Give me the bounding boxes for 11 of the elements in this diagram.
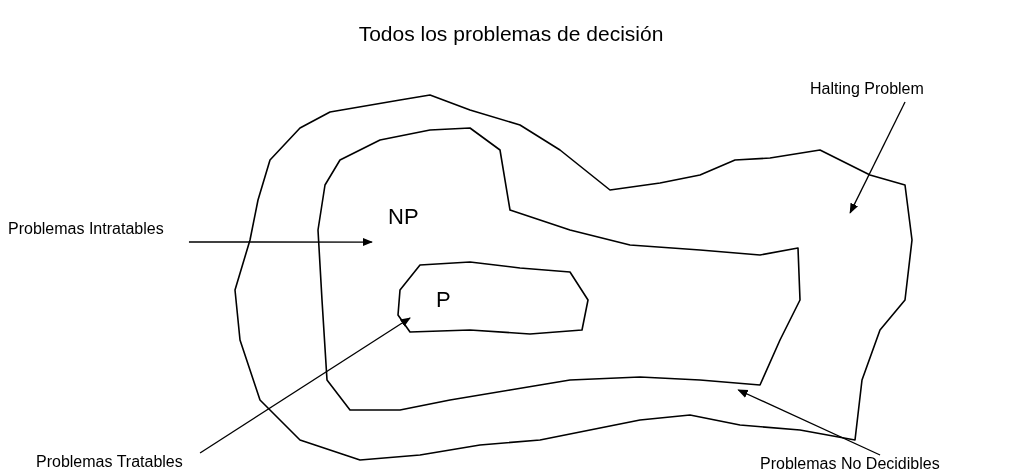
callout-text: Problemas No Decidibles bbox=[760, 455, 940, 473]
callout-text: Halting Problem bbox=[810, 80, 924, 98]
set-label: P bbox=[436, 287, 451, 313]
callout-text: Problemas Intratables bbox=[8, 220, 164, 238]
leader-arrow bbox=[737, 389, 881, 456]
leader-arrow bbox=[199, 317, 411, 454]
leader-arrow bbox=[849, 101, 906, 214]
callout-text: Problemas Tratables bbox=[36, 453, 183, 471]
title: Todos los problemas de decisión bbox=[357, 22, 665, 46]
leader-arrow bbox=[188, 237, 373, 247]
set-label: NP bbox=[388, 204, 419, 230]
